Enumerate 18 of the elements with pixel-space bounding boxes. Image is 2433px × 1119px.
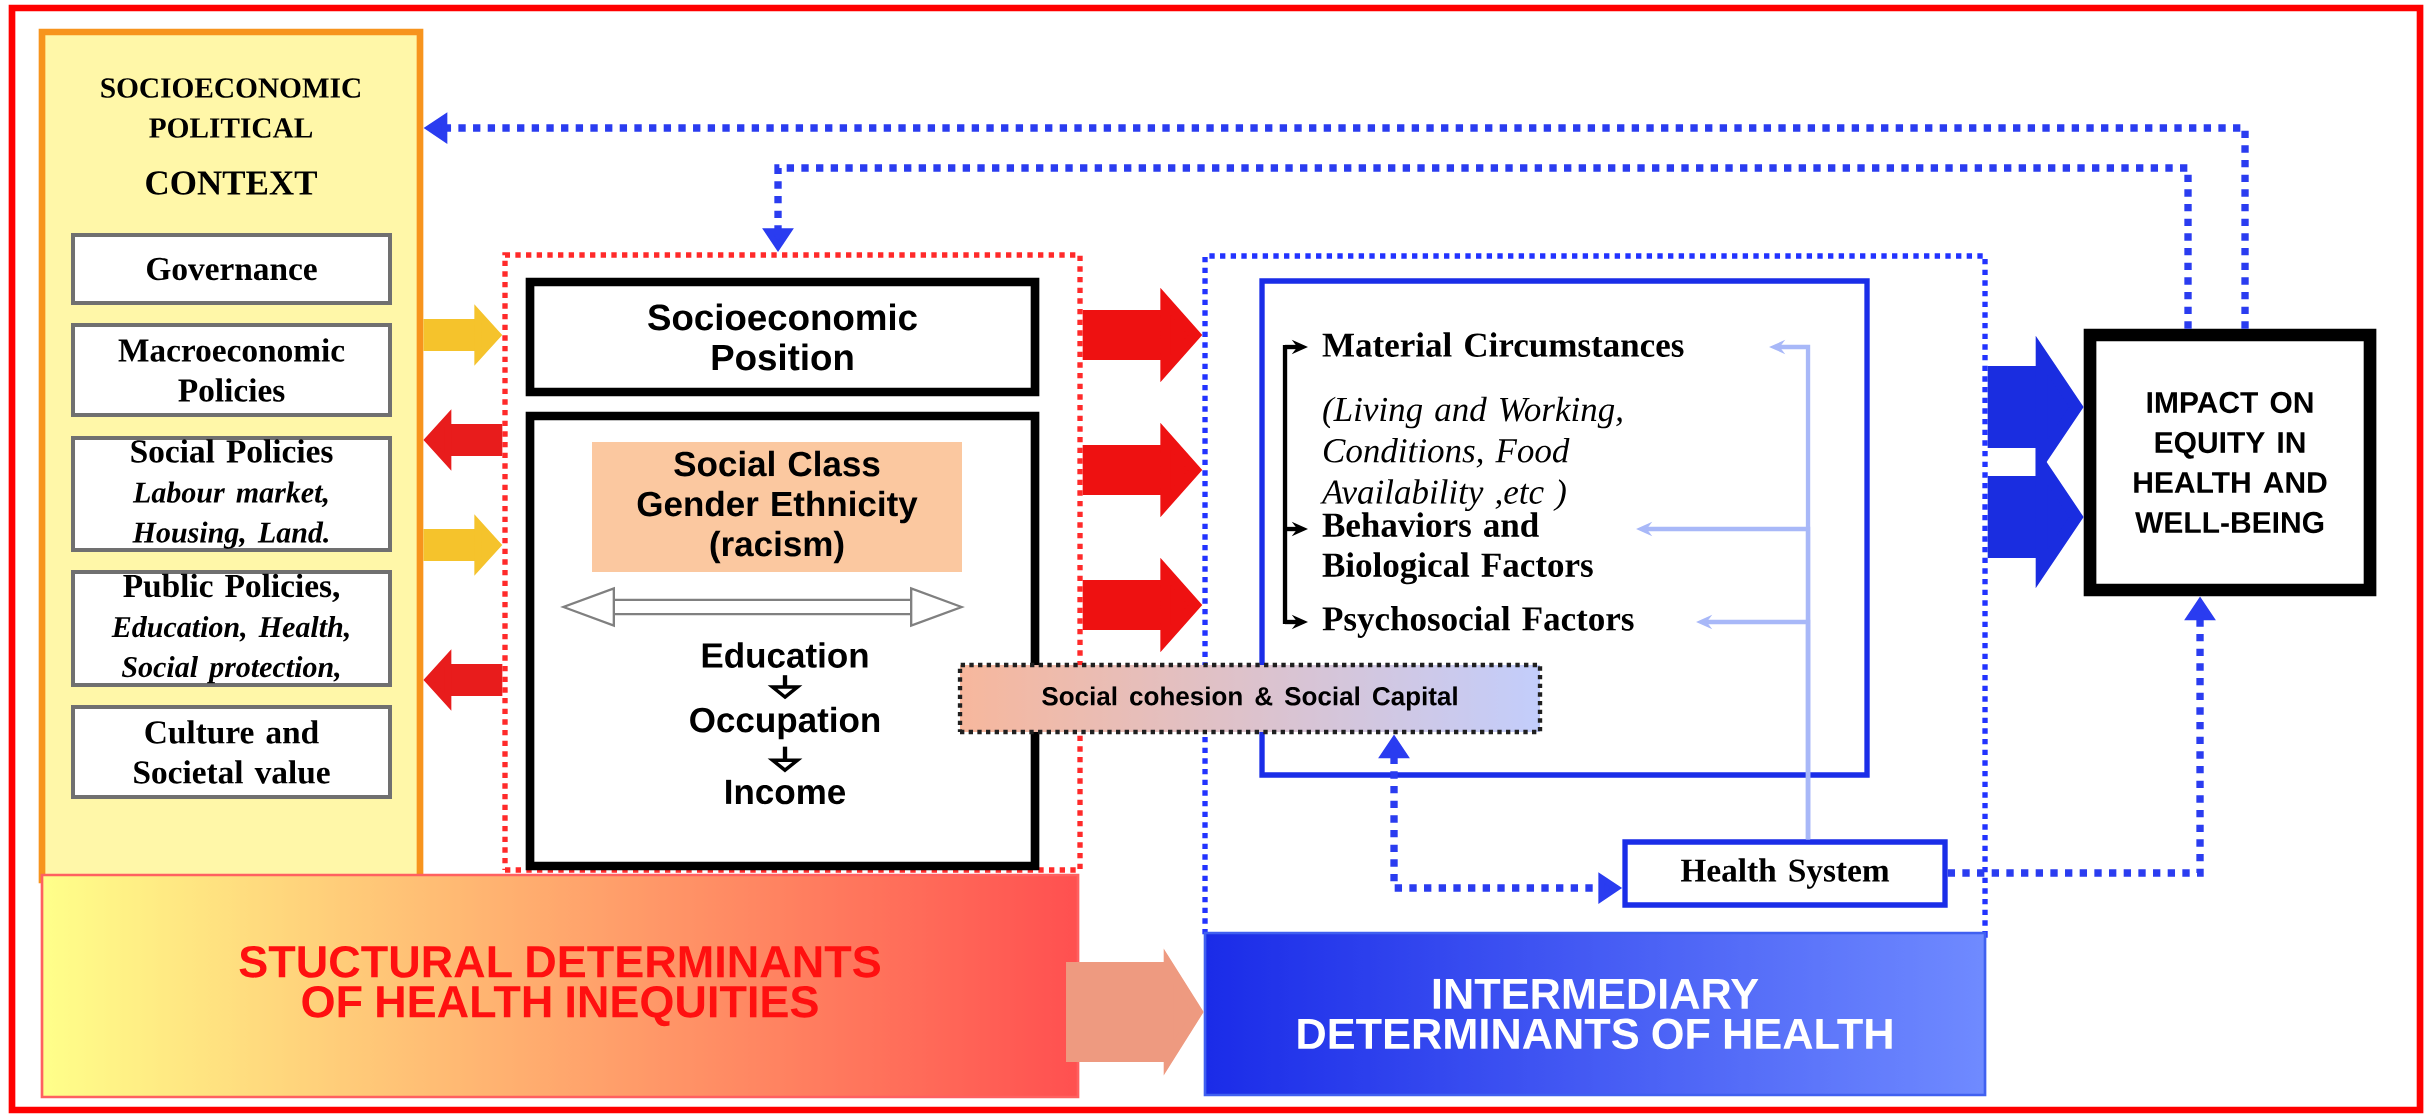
title-band: INTERMEDIARY DETERMINANTS OF HEALTH bbox=[1203, 931, 1987, 1097]
label-text: Occupation bbox=[690, 706, 880, 740]
title-band: STUCTURAL DETERMINANTS OF HEALTH INEQUITIES bbox=[40, 873, 1080, 1099]
factor-text: Psychosocial Factors bbox=[1322, 606, 1634, 638]
policy-box: Governance bbox=[71, 233, 392, 305]
label-text: Income bbox=[726, 779, 846, 805]
cohesion-box: Social cohesion & Social Capital bbox=[957, 662, 1543, 735]
policy-box: Macroeconomic Policies bbox=[71, 323, 392, 417]
position-box: Socioeconomic Position bbox=[525, 277, 1040, 397]
label-text: Education bbox=[702, 642, 868, 668]
policy-box: Social Policies Labour market, Housing, Land. bbox=[71, 436, 392, 552]
policy-box: Public Policies, Education, Health, Social protection, bbox=[71, 570, 392, 687]
policy-box: Culture and Societal value bbox=[71, 705, 392, 799]
factor-text: Material Circumstances (Living and Working, Conditions, Food Availability ,etc ) bbox=[1320, 332, 1684, 512]
health-system-box: Health System bbox=[1622, 839, 1948, 908]
category-box: Social Class Gender Ethnicity (racism) bbox=[592, 442, 962, 572]
factor-text: Behaviors and Biological Factors bbox=[1322, 512, 1593, 585]
impact-box: IMPACT ON EQUITY IN HEALTH AND WELL-BEING bbox=[2083, 328, 2377, 597]
